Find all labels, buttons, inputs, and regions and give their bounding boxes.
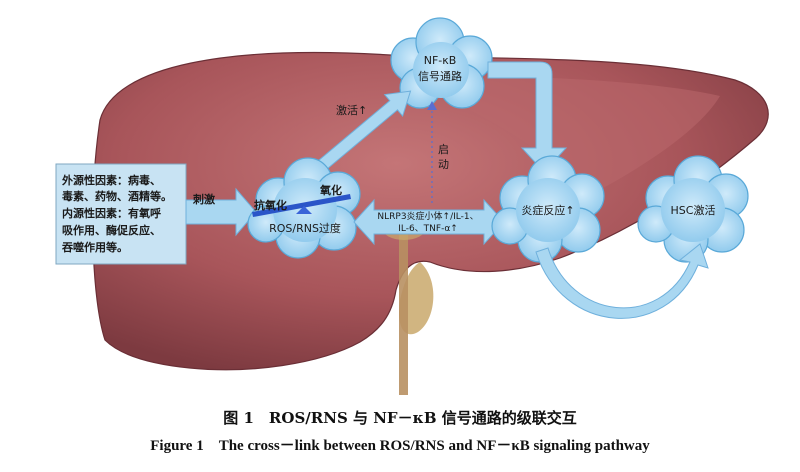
dotted-start-arrowhead xyxy=(427,101,437,110)
nfkb-label-2: 信号通路 xyxy=(418,70,462,83)
balance-fulcrum xyxy=(296,206,312,214)
caption-chinese: 图 1 ROS/RNS 与 NF－κB 信号通路的级联交互 xyxy=(223,409,577,427)
caption-english: Figure 1 The cross－link between ROS/RNS … xyxy=(150,438,650,454)
arrow-inflammation-to-hsc xyxy=(535,243,709,319)
external-line-1: 外源性因素：病毒、 xyxy=(61,173,161,187)
label-cytokines-2: IL-6、TNF-α↑ xyxy=(398,224,458,234)
external-factors-text: 外源性因素：病毒、 毒素、药物、酒精等。 内源性因素：有氧呼 吸作用、酶促反应、… xyxy=(61,173,172,254)
external-line-4: 吸作用、酶促反应、 xyxy=(62,223,161,237)
label-oxidant: 氧化 xyxy=(319,183,342,197)
external-line-5: 吞噬作用等。 xyxy=(62,240,128,254)
ros-label: ROS/RNS过度 xyxy=(269,221,341,235)
label-stimulate: 刺激 xyxy=(192,192,215,206)
external-factors-box xyxy=(55,163,187,265)
inflammation-cloud xyxy=(491,155,605,263)
diagram-canvas: 外源性因素：病毒、 毒素、药物、酒精等。 内源性因素：有氧呼 吸作用、酶促反应、… xyxy=(55,17,769,395)
label-start-2: 动 xyxy=(438,158,449,171)
inflammation-label: 炎症反应↑ xyxy=(521,203,574,217)
balance-bar xyxy=(252,194,351,217)
label-activate: 激活↑ xyxy=(336,103,367,117)
hsc-label: HSC激活 xyxy=(671,203,716,217)
arrow-stimulate xyxy=(185,187,257,237)
label-cytokines-1: NLRP3炎症小体↑/IL-1、 xyxy=(377,210,478,222)
label-antioxidant: 抗氧化 xyxy=(254,198,287,212)
nfkb-label-1: NF-κB xyxy=(424,54,457,67)
arrow-nfkb-to-inflammation xyxy=(487,61,568,173)
label-start-1: 启 xyxy=(438,143,449,156)
hsc-cloud xyxy=(637,155,749,263)
bile-duct xyxy=(399,225,408,395)
external-line-2: 毒素、药物、酒精等。 xyxy=(62,189,172,203)
external-line-3: 内源性因素：有氧呼 xyxy=(62,206,161,220)
nfkb-cloud xyxy=(390,17,493,109)
